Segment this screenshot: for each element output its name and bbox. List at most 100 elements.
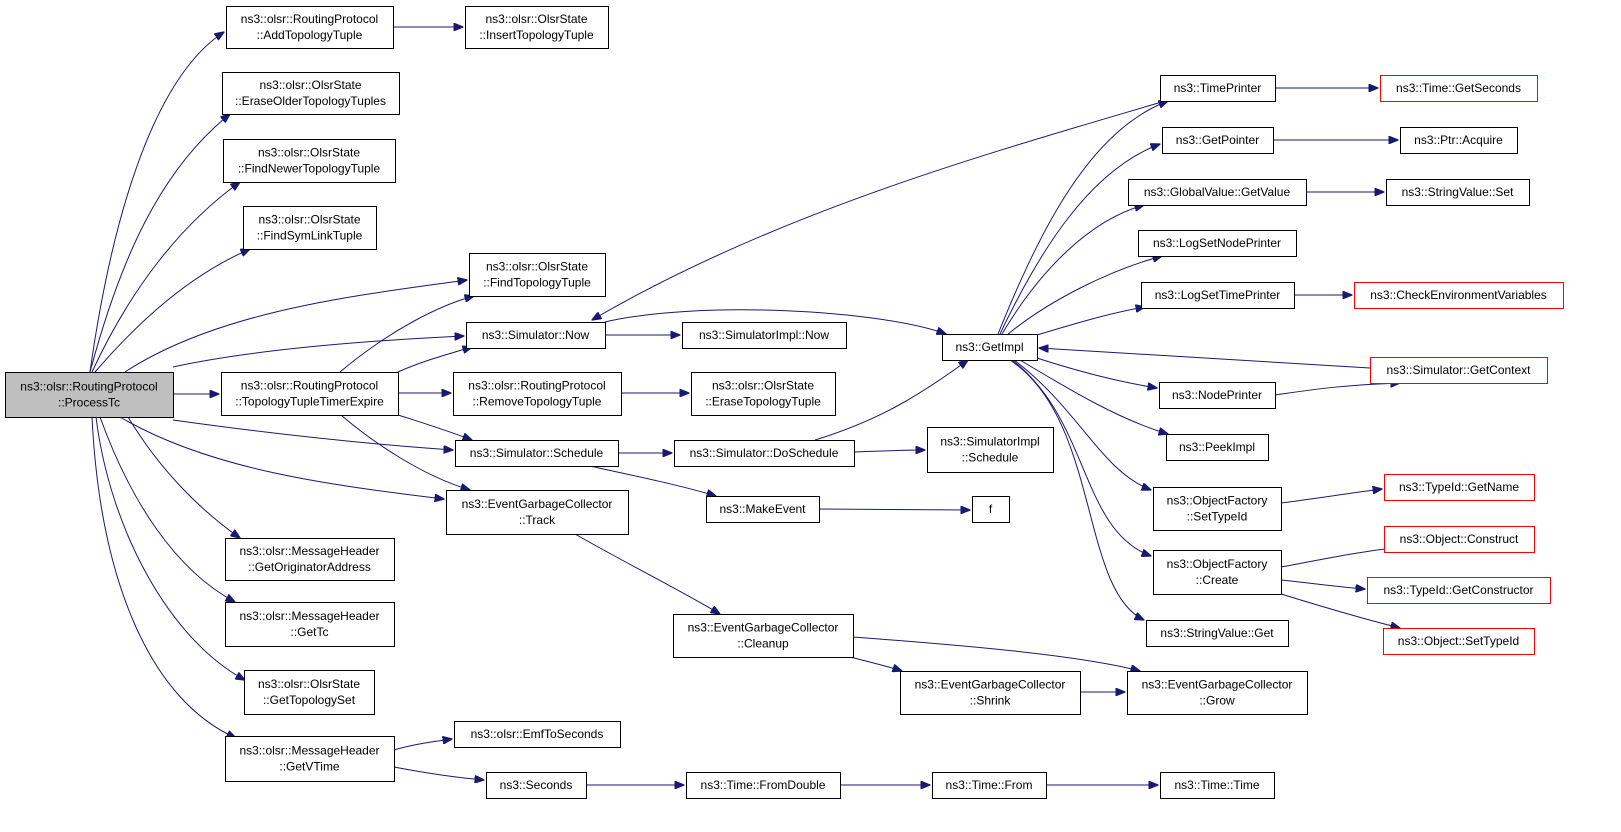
node-eraseTopo[interactable]: ns3::olsr::OlsrState::EraseTopologyTuple — [691, 372, 836, 416]
edge-egcTrack-to-egcCleanup — [574, 533, 720, 614]
node-label: ns3::EventGarbageCollector — [915, 678, 1066, 692]
node-label: ns3::PeekImpl — [1179, 440, 1255, 454]
node-label: ns3::olsr::MessageHeader — [239, 609, 379, 623]
node-box — [1153, 550, 1282, 595]
node-objSetTypeId[interactable]: ns3::Object::SetTypeId — [1383, 628, 1535, 655]
node-label: ns3::Time::From — [946, 778, 1033, 792]
node-box — [1386, 179, 1530, 206]
node-makeEvent[interactable]: ns3::MakeEvent — [706, 496, 820, 523]
node-simImplNow[interactable]: ns3::SimulatorImpl::Now — [682, 322, 847, 349]
node-seconds[interactable]: ns3::Seconds — [486, 772, 587, 799]
node-getTc[interactable]: ns3::olsr::MessageHeader::GetTc — [225, 602, 395, 647]
node-box — [1370, 357, 1548, 384]
node-topoExpire[interactable]: ns3::olsr::RoutingProtocol::TopologyTupl… — [221, 372, 399, 416]
node-label: ns3::StringValue::Set — [1402, 185, 1515, 199]
node-eraseOlder[interactable]: ns3::olsr::OlsrState::EraseOlderTopology… — [222, 72, 400, 115]
node-nodePrinter[interactable]: ns3::NodePrinter — [1159, 382, 1276, 409]
node-label: ::SetTypeId — [1187, 510, 1248, 524]
edge-root-to-eraseOlder — [89, 114, 230, 373]
edge-getImpl-to-gvGetValue — [1001, 205, 1144, 335]
node-root[interactable]: ns3::olsr::RoutingProtocol::ProcessTc — [5, 372, 174, 418]
node-box — [225, 538, 395, 581]
node-label: ns3::Time::Time — [1174, 778, 1259, 792]
node-label: ::GetVTime — [279, 760, 340, 774]
node-svSet[interactable]: ns3::StringValue::Set — [1386, 179, 1530, 206]
node-simNow[interactable]: ns3::Simulator::Now — [466, 322, 606, 349]
node-label: ns3::GetImpl — [955, 340, 1023, 354]
node-label: ::InsertTopologyTuple — [479, 28, 594, 42]
edge-egcCleanup-to-egcGrow — [852, 636, 1140, 671]
edge-topoExpire-to-simSchedule — [397, 414, 472, 440]
node-label: ::FindTopologyTuple — [483, 276, 591, 290]
node-box — [5, 372, 174, 418]
node-box — [942, 334, 1038, 361]
node-svGet[interactable]: ns3::StringValue::Get — [1146, 620, 1289, 647]
node-ofCreate[interactable]: ns3::ObjectFactory::Create — [1153, 550, 1282, 595]
node-egcTrack[interactable]: ns3::EventGarbageCollector::Track — [446, 490, 629, 535]
node-box — [225, 602, 395, 647]
node-timeFrom[interactable]: ns3::Time::From — [932, 772, 1047, 799]
node-checkEnv[interactable]: ns3::CheckEnvironmentVariables — [1354, 282, 1564, 309]
node-findTopo[interactable]: ns3::olsr::OlsrState::FindTopologyTuple — [469, 253, 606, 297]
node-label: ::Shrink — [970, 694, 1012, 708]
node-egcGrow[interactable]: ns3::EventGarbageCollector::Grow — [1127, 671, 1308, 715]
node-timePrinter[interactable]: ns3::TimePrinter — [1160, 75, 1276, 102]
node-implSchedule[interactable]: ns3::SimulatorImpl::Schedule — [927, 427, 1054, 473]
node-label: ns3::Seconds — [500, 778, 573, 792]
node-getContext[interactable]: ns3::Simulator::GetContext — [1370, 357, 1548, 384]
edge-getImpl-to-logTime — [1036, 307, 1145, 336]
node-typeIdGetName[interactable]: ns3::TypeId::GetName — [1384, 474, 1535, 501]
node-box — [1153, 487, 1282, 531]
edge-doSchedule-to-implSchedule — [853, 450, 925, 452]
node-typeIdGetCtor[interactable]: ns3::TypeId::GetConstructor — [1367, 577, 1551, 604]
node-fromDouble[interactable]: ns3::Time::FromDouble — [686, 772, 841, 799]
node-label: ns3::LogSetTimePrinter — [1155, 288, 1281, 302]
node-logNode[interactable]: ns3::LogSetNodePrinter — [1138, 230, 1297, 257]
node-addTopo[interactable]: ns3::olsr::RoutingProtocol::AddTopologyT… — [226, 6, 394, 49]
node-peekImpl[interactable]: ns3::PeekImpl — [1166, 434, 1269, 461]
node-label: ::GetOriginatorAddress — [248, 560, 371, 574]
edge-root-to-findSym — [94, 249, 250, 373]
node-ofSetTypeId[interactable]: ns3::ObjectFactory::SetTypeId — [1153, 487, 1282, 531]
node-getOrig[interactable]: ns3::olsr::MessageHeader::GetOriginatorA… — [225, 538, 395, 581]
node-timeTime[interactable]: ns3::Time::Time — [1160, 772, 1275, 799]
node-label: ::EraseOlderTopologyTuples — [235, 94, 386, 108]
node-box — [1127, 671, 1308, 715]
node-removeTopo[interactable]: ns3::olsr::RoutingProtocol::RemoveTopolo… — [453, 372, 622, 416]
node-label: ns3::Ptr::Acquire — [1414, 133, 1503, 147]
node-getTopoSet[interactable]: ns3::olsr::OlsrState::GetTopologySet — [244, 670, 375, 715]
node-findSym[interactable]: ns3::olsr::OlsrState::FindSymLinkTuple — [243, 206, 377, 250]
node-objConstruct[interactable]: ns3::Object::Construct — [1384, 526, 1535, 553]
node-simSchedule[interactable]: ns3::Simulator::Schedule — [455, 440, 619, 467]
node-insertTopo[interactable]: ns3::olsr::OlsrState::InsertTopologyTupl… — [465, 6, 609, 49]
edge-root-to-getTopoSet — [95, 416, 245, 680]
node-box — [686, 772, 841, 799]
node-box — [453, 372, 622, 416]
node-doSchedule[interactable]: ns3::Simulator::DoSchedule — [674, 440, 855, 467]
node-label: ns3::Simulator::Now — [482, 328, 590, 342]
node-getImpl[interactable]: ns3::GetImpl — [942, 334, 1038, 361]
node-ptrAcquire[interactable]: ns3::Ptr::Acquire — [1400, 127, 1518, 154]
node-box — [927, 427, 1054, 473]
node-getSeconds[interactable]: ns3::Time::GetSeconds — [1380, 75, 1538, 102]
edge-ofCreate-to-typeIdGetCtor — [1280, 579, 1365, 589]
node-f[interactable]: f — [972, 496, 1010, 523]
node-gvGetValue[interactable]: ns3::GlobalValue::GetValue — [1128, 179, 1307, 206]
node-box — [1380, 75, 1538, 102]
node-egcShrink[interactable]: ns3::EventGarbageCollector::Shrink — [900, 671, 1081, 715]
node-getPointer[interactable]: ns3::GetPointer — [1162, 127, 1274, 154]
edge-simNow-to-getImpl — [604, 309, 946, 334]
node-box — [446, 490, 629, 535]
node-label: ns3::olsr::OlsrState — [258, 677, 360, 691]
node-label: ns3::CheckEnvironmentVariables — [1370, 288, 1547, 302]
node-emf[interactable]: ns3::olsr::EmfToSeconds — [454, 721, 621, 748]
node-label: ::GetTc — [290, 625, 328, 639]
node-egcCleanup[interactable]: ns3::EventGarbageCollector::Cleanup — [673, 614, 854, 658]
node-getVTime[interactable]: ns3::olsr::MessageHeader::GetVTime — [225, 736, 395, 782]
node-box — [226, 6, 394, 49]
node-label: ns3::olsr::OlsrState — [259, 78, 361, 92]
node-findNewer[interactable]: ns3::olsr::OlsrState::FindNewerTopologyT… — [223, 139, 396, 183]
edge-root-to-getVTime — [91, 416, 236, 738]
node-logTime[interactable]: ns3::LogSetTimePrinter — [1141, 282, 1295, 309]
edge-getVTime-to-emf — [393, 739, 452, 751]
